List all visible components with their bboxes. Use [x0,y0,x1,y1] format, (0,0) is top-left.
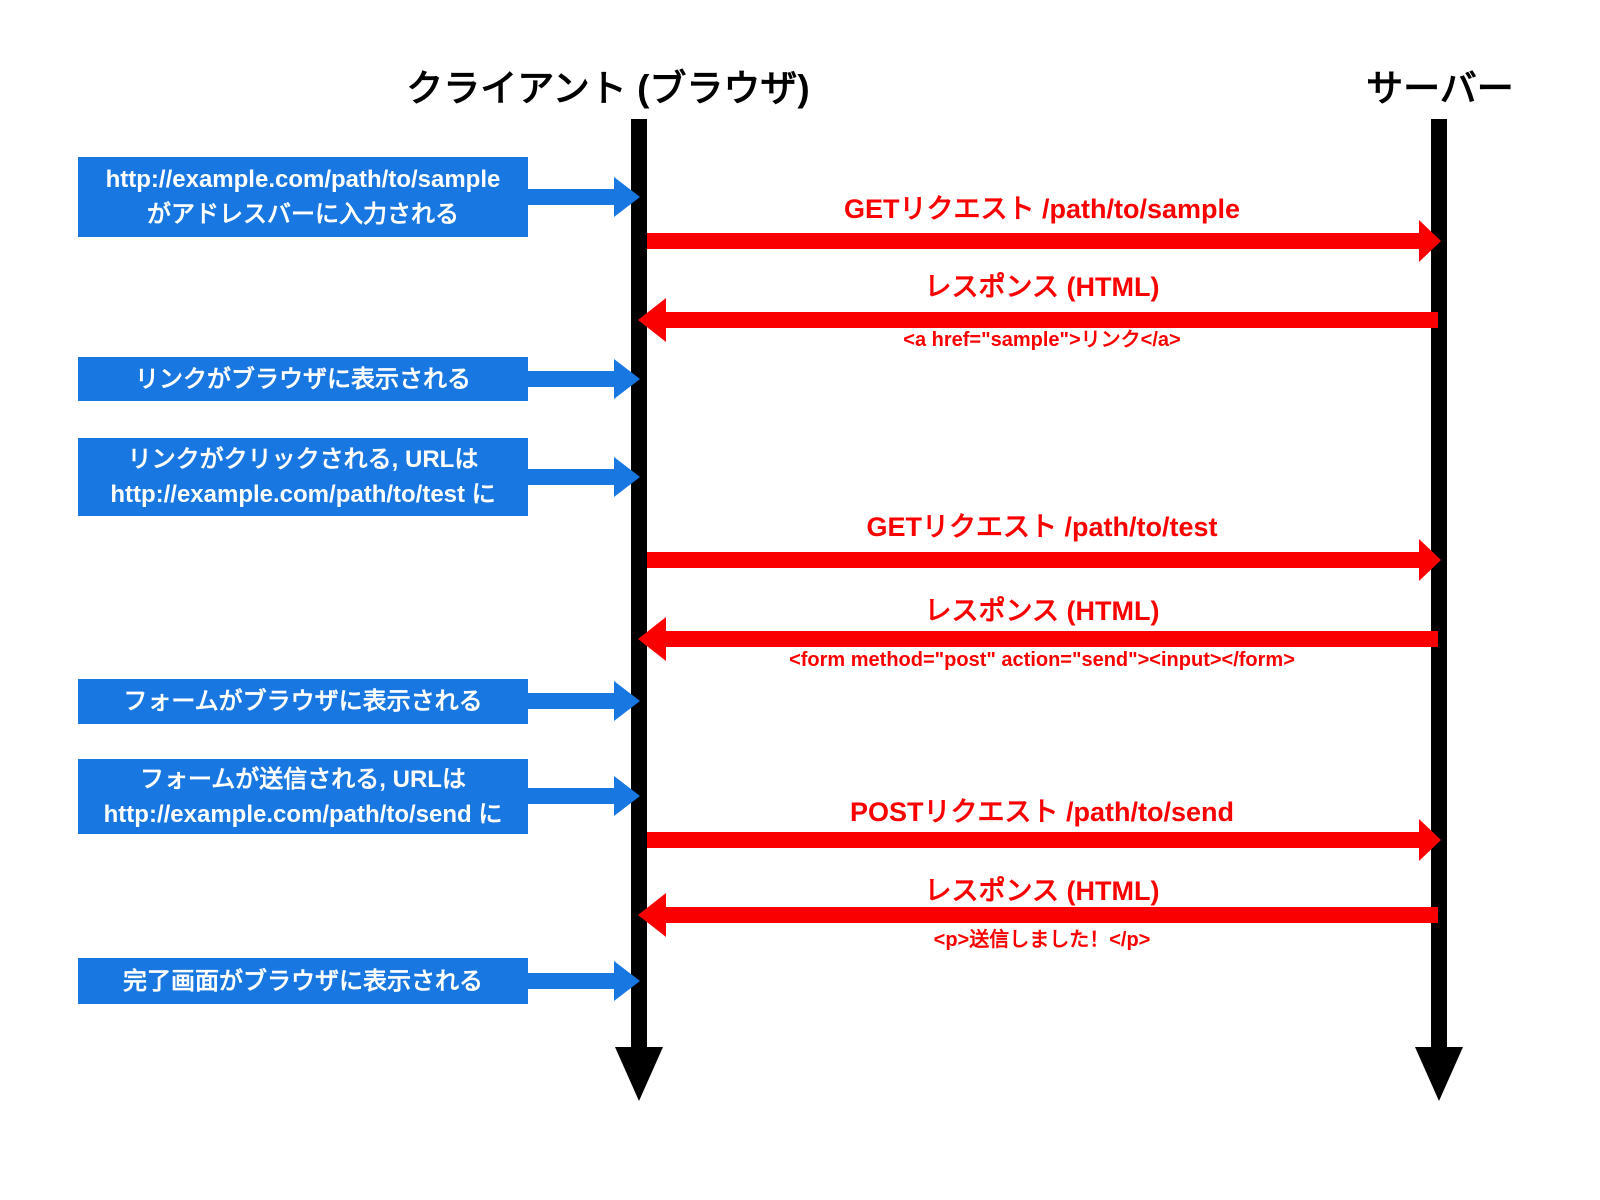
event-arrow-icon [528,371,614,387]
response-arrow-icon [666,312,1438,328]
message-label: GETリクエスト /path/to/sample [843,194,1241,224]
request-arrow-icon [647,552,1419,568]
message-label: レスポンス (HTML) [924,596,1160,626]
event-box-url-entered: http://example.com/path/to/sample がアドレスバ… [78,157,528,237]
event-box-form-submitted: フォームが送信される, URLは http://example.com/path… [78,759,528,834]
response-arrow-icon [666,631,1438,647]
event-box-link-shown: リンクがブラウザに表示される [78,357,528,401]
message-label: レスポンス (HTML) [924,876,1160,906]
request-arrow-icon [647,233,1419,249]
message-code: <p>送信しました！</p> [933,929,1151,951]
message-code: <form method="post" action="send"><input… [789,649,1295,671]
client-lane-title: クライアント (ブラウザ) [406,68,810,109]
client-lifeline [615,119,663,1101]
response-arrow-icon [666,907,1438,923]
server-lane-title: サーバー [1366,68,1514,109]
request-arrow-icon [647,832,1419,848]
message-code: <a href="sample">リンク</a> [903,329,1181,351]
down-arrowhead-icon [615,1047,663,1101]
event-arrow-icon [528,973,614,989]
event-box-link-clicked: リンクがクリックされる, URLは http://example.com/pat… [78,438,528,516]
event-arrow-icon [528,693,614,709]
message-label: レスポンス (HTML) [924,272,1160,302]
event-box-form-shown: フォームがブラウザに表示される [78,679,528,724]
server-lifeline [1415,119,1463,1101]
message-label: GETリクエスト /path/to/test [866,512,1218,542]
event-arrow-icon [528,788,614,804]
event-arrow-icon [528,189,614,205]
message-label: POSTリクエスト /path/to/send [849,797,1234,827]
down-arrowhead-icon [1415,1047,1463,1101]
event-box-done-shown: 完了画面がブラウザに表示される [78,958,528,1004]
event-arrow-icon [528,469,614,485]
